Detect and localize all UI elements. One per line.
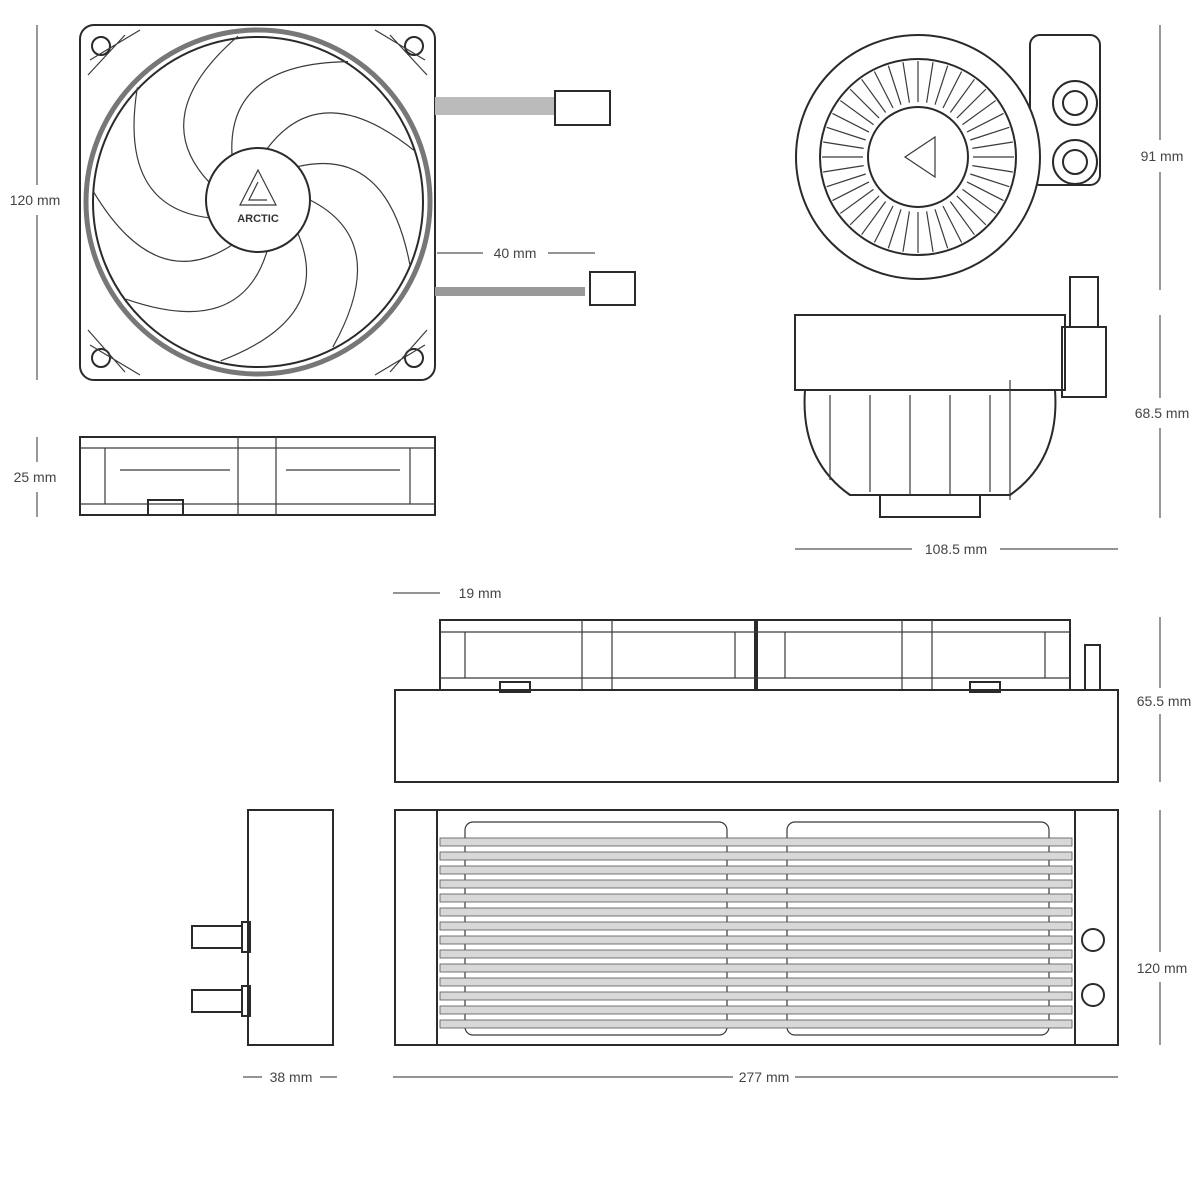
- pump-rib: [926, 62, 934, 103]
- svg-text:277 mm: 277 mm: [739, 1069, 790, 1085]
- svg-text:68.5 mm: 68.5 mm: [1135, 405, 1189, 421]
- pump-rib: [823, 141, 864, 149]
- dimension-radiator-assembly-thickness: 65.5 mm: [1137, 617, 1191, 782]
- radiator-front-view: [394, 809, 1119, 1046]
- fan-side-view: [79, 436, 436, 516]
- radiator-fin: [439, 921, 1073, 931]
- radiator-fin: [439, 1005, 1073, 1015]
- fan-blade: [133, 87, 210, 219]
- pump-rib: [970, 126, 1010, 141]
- pump-rib: [861, 78, 887, 113]
- pump-rib: [972, 165, 1013, 173]
- pump-rib: [849, 88, 880, 119]
- dimension-pump-diameter: 91 mm: [1141, 25, 1184, 290]
- pump-rib: [970, 173, 1010, 188]
- dimension-pump-height: 68.5 mm: [1135, 315, 1189, 518]
- fan-blade: [125, 251, 268, 313]
- svg-text:19 mm: 19 mm: [459, 585, 502, 601]
- pump-rib: [949, 201, 975, 236]
- fan-blades: [92, 35, 417, 362]
- dimension-fan-offset: 19 mm: [393, 585, 501, 601]
- pump-rib: [873, 71, 894, 109]
- svg-text:108.5 mm: 108.5 mm: [925, 541, 987, 557]
- dimension-radiator-length: 277 mm: [393, 1069, 1118, 1085]
- radiator-fin: [439, 893, 1073, 903]
- radiator-fin: [439, 907, 1073, 917]
- pump-rib: [873, 205, 894, 243]
- radiator-fin: [439, 879, 1073, 889]
- dimension-radiator-thickness: 38 mm: [243, 1069, 337, 1085]
- screw-holes: [87, 29, 428, 376]
- pump-rib: [902, 62, 910, 103]
- dimension-pump-width: 108.5 mm: [795, 541, 1118, 557]
- pump-rib: [942, 205, 963, 243]
- radiator-fin: [439, 991, 1073, 1001]
- pump-rib: [934, 209, 949, 249]
- pump-rib: [839, 100, 874, 126]
- pump-rib: [887, 209, 902, 249]
- svg-text:65.5 mm: 65.5 mm: [1137, 693, 1191, 709]
- pump-rib: [962, 188, 997, 214]
- pump-rib: [902, 211, 910, 252]
- radiator-end-view: [191, 809, 334, 1046]
- fan-blade: [231, 61, 348, 155]
- dimension-cable-length: 40 mm: [437, 245, 595, 261]
- pump-rib: [962, 100, 997, 126]
- radiator-fin: [439, 977, 1073, 987]
- dimension-fan-thickness: 25 mm: [14, 437, 57, 517]
- radiator-fin: [439, 1019, 1073, 1029]
- radiator-fin: [439, 935, 1073, 945]
- svg-text:25 mm: 25 mm: [14, 469, 57, 485]
- pump-rib: [926, 211, 934, 252]
- pump-rib: [832, 181, 870, 202]
- pump-rib: [949, 78, 975, 113]
- pump-top-view: [795, 34, 1101, 280]
- pump-rib: [823, 165, 864, 173]
- pump-rib: [972, 141, 1013, 149]
- pump-side-view: [794, 276, 1107, 518]
- svg-text:120 mm: 120 mm: [10, 192, 61, 208]
- fan-blade: [297, 162, 411, 265]
- fan-cables: [435, 90, 636, 306]
- pump-rib: [832, 112, 870, 133]
- pump-rib: [934, 65, 949, 105]
- pump-rib: [861, 201, 887, 236]
- radiator-fin: [439, 837, 1073, 847]
- arctic-logo: ARCTIC: [237, 168, 279, 225]
- radiator-fin: [439, 949, 1073, 959]
- pump-rib: [887, 65, 902, 105]
- pump-rib: [966, 112, 1004, 133]
- svg-text:40 mm: 40 mm: [494, 245, 537, 261]
- svg-text:120 mm: 120 mm: [1137, 960, 1188, 976]
- pump-rib: [849, 195, 880, 226]
- pump-rib: [956, 195, 987, 226]
- radiator-fin: [439, 963, 1073, 973]
- radiator-side-view: [394, 619, 1119, 783]
- pump-rib: [956, 88, 987, 119]
- pump-rib: [966, 181, 1004, 202]
- fan-blade: [309, 199, 359, 348]
- dimension-fan-height: 120 mm: [10, 25, 61, 380]
- fan-blade: [220, 233, 308, 362]
- radiator-fin: [439, 865, 1073, 875]
- pump-ribs: [822, 61, 1014, 253]
- svg-text:38 mm: 38 mm: [270, 1069, 313, 1085]
- pump-rib: [826, 173, 866, 188]
- pump-rib: [826, 126, 866, 141]
- fan-front-view: ARCTIC: [79, 24, 636, 381]
- fan-blade: [266, 112, 417, 153]
- dimension-radiator-height: 120 mm: [1137, 810, 1188, 1045]
- svg-text:91 mm: 91 mm: [1141, 148, 1184, 164]
- fan-blade: [183, 35, 239, 183]
- pump-rib: [839, 188, 874, 214]
- svg-text:ARCTIC: ARCTIC: [237, 213, 279, 225]
- radiator-fins: [439, 837, 1073, 1029]
- fan-blade: [92, 190, 233, 262]
- pump-rib: [942, 71, 963, 109]
- radiator-fin: [439, 851, 1073, 861]
